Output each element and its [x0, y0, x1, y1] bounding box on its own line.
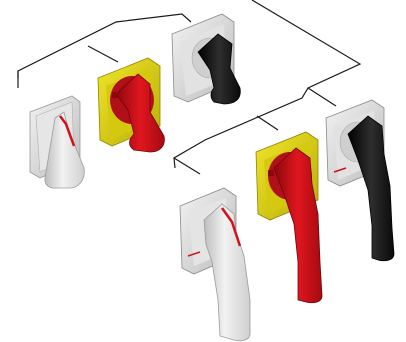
- short-red-handle-product: [98, 58, 164, 152]
- short-black-handle-product: [172, 14, 240, 104]
- long-black-handle-product: [326, 100, 394, 261]
- short-white-handle-product: [30, 96, 84, 188]
- long-white-handle-product: [180, 188, 250, 341]
- long-red-handle-product: [256, 132, 322, 303]
